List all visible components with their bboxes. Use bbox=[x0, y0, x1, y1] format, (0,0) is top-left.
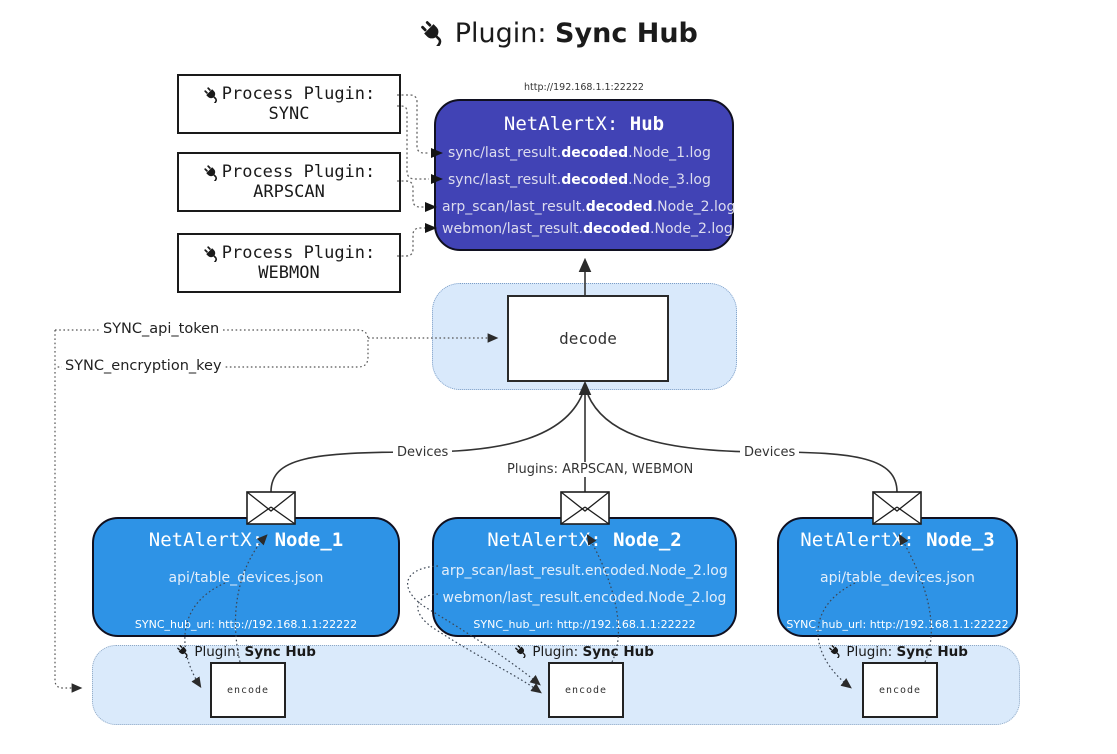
process-to-hub-links bbox=[397, 94, 429, 257]
hub-title: NetAlertX: Hub bbox=[434, 113, 734, 135]
process-plugin-webmon: Process Plugin: WEBMON bbox=[177, 233, 401, 293]
plug-icon bbox=[203, 164, 220, 181]
hub-title-prefix: NetAlertX: bbox=[503, 113, 619, 135]
process-plugin-name: SYNC bbox=[268, 104, 310, 124]
plug-icon bbox=[828, 644, 842, 658]
sync-api-token-label: SYNC_api_token bbox=[100, 321, 223, 337]
page-title: Plugin: Sync Hub bbox=[0, 18, 1117, 49]
node1-file: api/table_devices.json bbox=[168, 570, 324, 586]
node3-box bbox=[777, 517, 1018, 637]
decode-box: decode bbox=[507, 295, 669, 382]
process-plugin-label: Process Plugin: bbox=[221, 243, 376, 263]
page-title-name: Sync Hub bbox=[555, 18, 698, 49]
hub-box bbox=[434, 99, 734, 251]
devices-right-label: Devices bbox=[740, 445, 800, 460]
hub-log-line: arp_scan/last_result.decoded.Node_2.log bbox=[442, 199, 736, 215]
encode-plugin-label-2: Plugin: Sync Hub bbox=[489, 644, 679, 660]
hub-log-line: webmon/last_result.decoded.Node_2.log bbox=[442, 221, 733, 237]
page-title-prefix: Plugin: bbox=[454, 18, 547, 49]
plug-icon bbox=[419, 19, 446, 46]
encode-plugin-label-3: Plugin: Sync Hub bbox=[803, 644, 993, 660]
encode-box-3: encode bbox=[862, 662, 938, 718]
process-plugin-label: Process Plugin: bbox=[221, 162, 376, 182]
node1-hub-url: SYNC_hub_url: http://192.168.1.1:22222 bbox=[134, 618, 358, 631]
process-plugin-sync: Process Plugin: SYNC bbox=[177, 74, 401, 134]
plug-icon bbox=[203, 245, 220, 262]
plugins-center-label: Plugins: ARPSCAN, WEBMON bbox=[503, 462, 698, 477]
plug-icon bbox=[203, 86, 220, 103]
hub-log-line: sync/last_result.decoded.Node_3.log bbox=[448, 172, 711, 188]
hub-title-name: Hub bbox=[629, 113, 665, 135]
node3-title: NetAlertX: Node_3 bbox=[800, 529, 995, 551]
node3-file: api/table_devices.json bbox=[820, 570, 975, 586]
node2-file: arp_scan/last_result.encoded.Node_2.log bbox=[441, 563, 728, 579]
devices-left-label: Devices bbox=[393, 445, 453, 460]
plug-icon bbox=[176, 644, 190, 658]
node2-title: NetAlertX: Node_2 bbox=[487, 529, 682, 551]
encode-box-2: encode bbox=[548, 662, 624, 718]
encode-box-1: encode bbox=[210, 662, 286, 718]
sync-encryption-key-label: SYNC_encryption_key bbox=[62, 358, 225, 374]
node2-file: webmon/last_result.encoded.Node_2.log bbox=[442, 590, 727, 606]
encode-plugin-label-1: Plugin: Sync Hub bbox=[151, 644, 341, 660]
process-plugin-name: WEBMON bbox=[258, 263, 320, 283]
node2-hub-url: SYNC_hub_url: http://192.168.1.1:22222 bbox=[473, 618, 696, 631]
hub-url: http://192.168.1.1:22222 bbox=[524, 82, 644, 93]
node1-title: NetAlertX: Node_1 bbox=[148, 529, 344, 551]
process-plugin-name: ARPSCAN bbox=[253, 182, 325, 202]
decode-label: decode bbox=[559, 329, 617, 348]
hub-log-line: sync/last_result.decoded.Node_1.log bbox=[448, 145, 711, 161]
process-plugin-label: Process Plugin: bbox=[221, 84, 376, 104]
node3-hub-url: SYNC_hub_url: http://192.168.1.1:22222 bbox=[786, 618, 1009, 631]
process-plugin-arpscan: Process Plugin: ARPSCAN bbox=[177, 152, 401, 212]
plug-icon bbox=[514, 644, 528, 658]
